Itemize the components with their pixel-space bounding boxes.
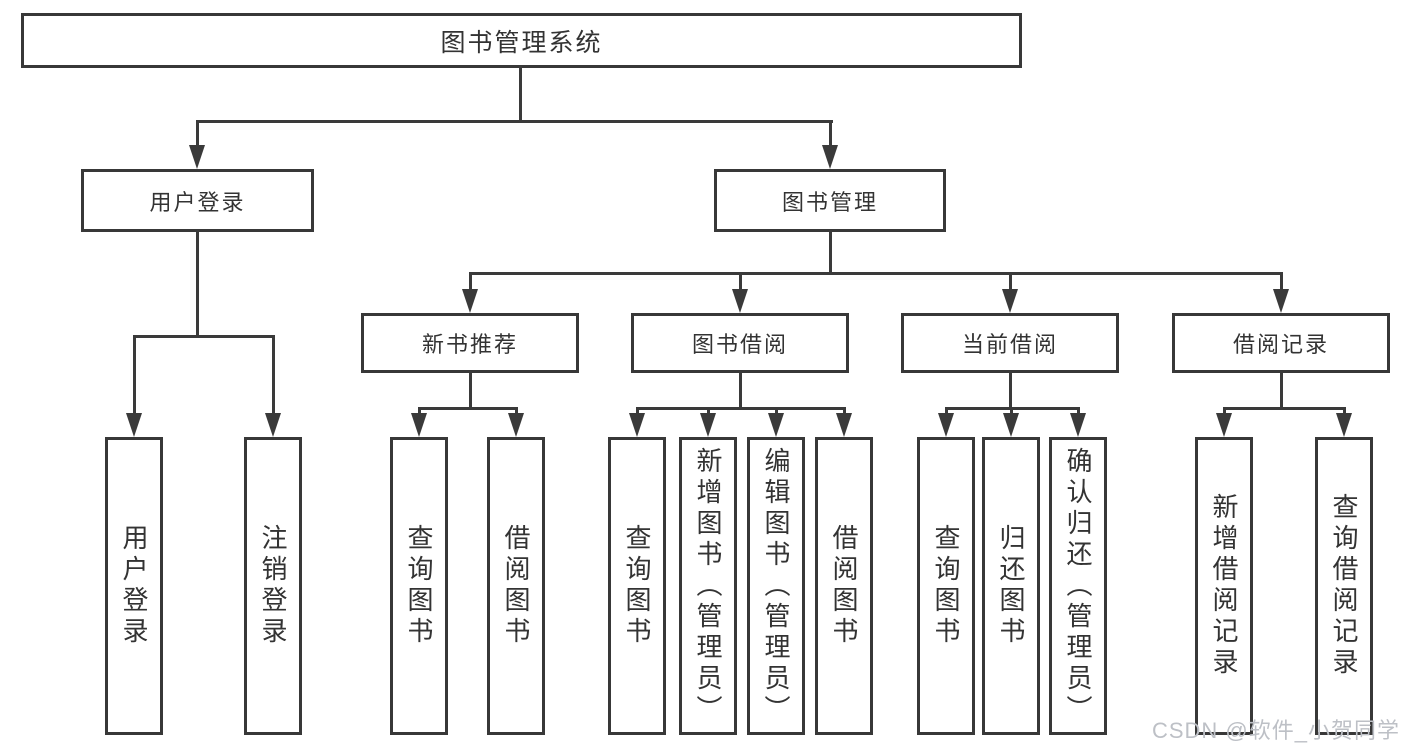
connector-line: [1077, 407, 1080, 415]
leaf-label: 编辑图书（管理员）: [761, 446, 791, 726]
leaf-label: 归还图书: [996, 524, 1026, 648]
node-user-login: 用户登录: [81, 169, 314, 232]
connector-line: [133, 335, 136, 413]
connector-line: [707, 407, 710, 415]
connector-arrowhead: [411, 413, 427, 437]
connector-line: [1223, 407, 1346, 410]
connector-line: [133, 335, 275, 338]
connector-arrowhead: [189, 145, 205, 169]
connector-line: [739, 272, 742, 291]
connector-arrowhead: [1070, 413, 1086, 437]
connector-line: [636, 407, 639, 415]
leaf-label: 查询借阅记录: [1329, 493, 1359, 679]
connector-line: [418, 407, 518, 410]
connector-arrowhead: [126, 413, 142, 437]
connector-arrowhead: [462, 289, 478, 313]
connector-arrowhead: [938, 413, 954, 437]
leaf-label: 借阅图书: [829, 524, 859, 648]
node-label: 新书推荐: [421, 332, 518, 357]
connector-arrowhead: [822, 145, 838, 169]
node-book-management: 图书管理: [714, 169, 946, 232]
connector-arrowhead: [768, 413, 784, 437]
leaf-label: 新增借阅记录: [1209, 493, 1239, 679]
connector-arrowhead: [1216, 413, 1232, 437]
connector-line: [469, 371, 472, 409]
connector-arrowhead: [732, 289, 748, 313]
node-label: 图书借阅: [691, 332, 788, 357]
connector-line: [469, 272, 472, 291]
connector-line: [1280, 272, 1283, 291]
leaf-label: 查询图书: [404, 524, 434, 648]
connector-line: [196, 230, 199, 337]
leaf-label: 查询图书: [931, 524, 961, 648]
leaf-label: 新增图书（管理员）: [693, 446, 723, 726]
connector-line: [418, 407, 421, 415]
node-label: 图书管理系统: [440, 28, 603, 57]
connector-line: [1223, 407, 1226, 415]
connector-arrowhead: [629, 413, 645, 437]
connector-arrowhead: [1273, 289, 1289, 313]
leaf-label: 确认归还（管理员）: [1063, 446, 1093, 726]
leaf-query-books-1: 查询图书: [390, 437, 448, 735]
leaf-query-books-2: 查询图书: [608, 437, 666, 735]
leaf-borrow-books-1: 借阅图书: [487, 437, 545, 735]
connector-line: [829, 120, 832, 147]
connector-arrowhead: [508, 413, 524, 437]
node-new-book-recommendation: 新书推荐: [361, 313, 579, 373]
connector-arrowhead: [836, 413, 852, 437]
leaf-edit-books-admin: 编辑图书（管理员）: [747, 437, 805, 735]
connector-arrowhead: [1336, 413, 1352, 437]
connector-line: [636, 407, 846, 410]
leaf-user-login: 用户登录: [105, 437, 163, 735]
connector-line: [515, 407, 518, 415]
connector-arrowhead: [1003, 413, 1019, 437]
connector-line: [775, 407, 778, 415]
connector-line: [272, 335, 275, 413]
node-current-borrowing: 当前借阅: [901, 313, 1119, 373]
connector-line: [945, 407, 948, 415]
connector-line: [1343, 407, 1346, 415]
node-borrowing-records: 借阅记录: [1172, 313, 1390, 373]
leaf-add-borrow-record: 新增借阅记录: [1195, 437, 1253, 735]
connector-line: [1010, 407, 1013, 415]
leaf-borrow-books-2: 借阅图书: [815, 437, 873, 735]
connector-line: [1280, 371, 1283, 409]
csdn-watermark: CSDN @软件_小贺同学: [1151, 718, 1400, 743]
leaf-label: 借阅图书: [501, 524, 531, 648]
node-library-management-system: 图书管理系统: [21, 13, 1022, 68]
leaf-query-borrow-record: 查询借阅记录: [1315, 437, 1373, 735]
leaf-label: 查询图书: [622, 524, 652, 648]
leaf-add-books-admin: 新增图书（管理员）: [679, 437, 737, 735]
connector-line: [196, 120, 199, 147]
node-book-borrowing: 图书借阅: [631, 313, 849, 373]
connector-arrowhead: [265, 413, 281, 437]
connector-line: [829, 230, 832, 274]
node-label: 用户登录: [149, 189, 246, 215]
leaf-return-books: 归还图书: [982, 437, 1040, 735]
connector-arrowhead: [1002, 289, 1018, 313]
connector-line: [469, 272, 1283, 275]
connector-arrowhead: [700, 413, 716, 437]
connector-line: [196, 120, 833, 123]
connector-line: [519, 66, 522, 122]
connector-line: [843, 407, 846, 415]
leaf-label: 注销登录: [258, 524, 288, 648]
node-label: 借阅记录: [1232, 332, 1329, 357]
leaf-logout: 注销登录: [244, 437, 302, 735]
connector-line: [1009, 371, 1012, 409]
leaf-confirm-return-admin: 确认归还（管理员）: [1049, 437, 1107, 735]
leaf-query-books-3: 查询图书: [917, 437, 975, 735]
connector-line: [1009, 272, 1012, 291]
node-label: 当前借阅: [961, 332, 1058, 357]
connector-line: [739, 371, 742, 409]
leaf-label: 用户登录: [119, 524, 149, 648]
node-label: 图书管理: [781, 189, 878, 215]
